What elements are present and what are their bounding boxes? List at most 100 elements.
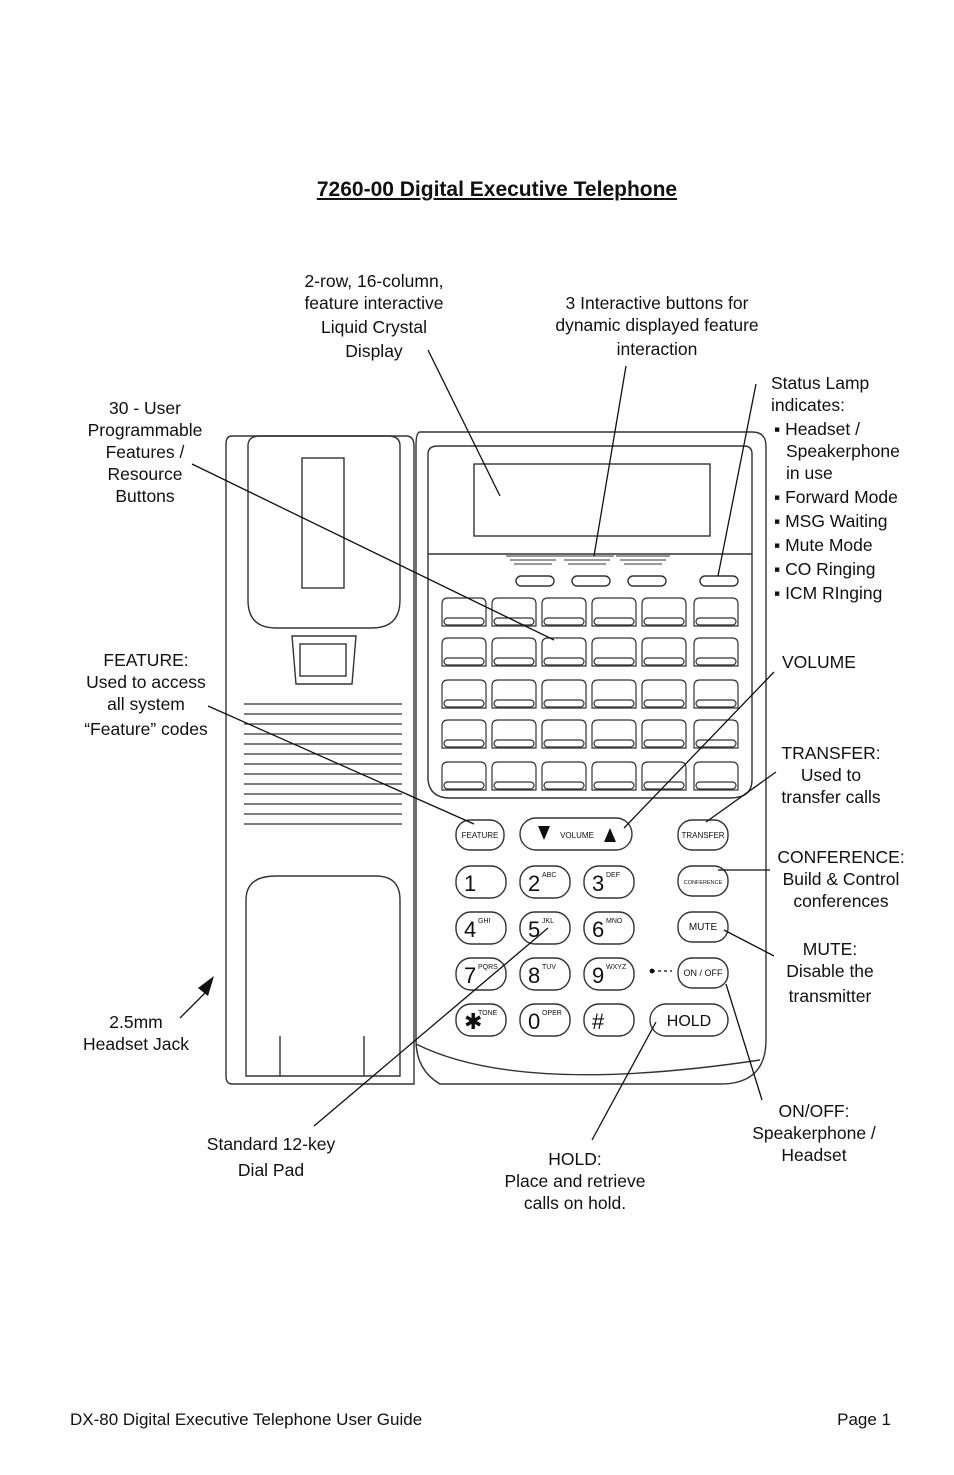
programmable-button[interactable] (541, 679, 587, 709)
programmable-button-lamp (593, 781, 635, 790)
programmable-button[interactable] (641, 637, 687, 667)
programmable-button[interactable] (541, 719, 587, 749)
dial-key[interactable] (455, 865, 507, 899)
programmable-button-lamp (643, 781, 685, 790)
dial-key[interactable] (583, 911, 635, 945)
page-title: 7260-00 Digital Executive Telephone (316, 178, 678, 201)
mute-button-label: MUTE (689, 922, 718, 933)
programmable-button-lamp (543, 617, 585, 626)
programmable-button-lamp (543, 781, 585, 790)
dial-key-digit: 9 (592, 963, 604, 988)
dial-key-digit: 6 (592, 917, 604, 942)
programmable-button[interactable] (491, 719, 537, 749)
on-off-led-icon (649, 968, 655, 974)
dial-key[interactable] (583, 1003, 635, 1037)
dial-key-letters: TONE (478, 1010, 498, 1017)
hold-button-label: HOLD (667, 1013, 711, 1030)
programmable-button-lamp (493, 781, 535, 790)
programmable-button-lamp (695, 699, 737, 708)
status-lamp (699, 575, 739, 587)
programmable-button[interactable] (541, 761, 587, 791)
programmable-button[interactable] (693, 719, 739, 749)
programmable-button[interactable] (441, 679, 487, 709)
dial-key[interactable] (583, 957, 635, 991)
handset-mouthpiece (245, 875, 401, 1077)
handset-body (225, 435, 415, 1085)
programmable-button-lamp (443, 781, 485, 790)
programmable-button[interactable] (441, 719, 487, 749)
programmable-button-lamp (443, 617, 485, 626)
dial-key-letters: JKL (542, 918, 554, 925)
programmable-button[interactable] (491, 761, 537, 791)
programmable-button[interactable] (441, 761, 487, 791)
lcd-display (473, 463, 711, 537)
programmable-button[interactable] (491, 597, 537, 627)
feature-button (455, 819, 505, 851)
programmable-button[interactable] (591, 761, 637, 791)
programmable-button[interactable] (641, 679, 687, 709)
volume-label: VOLUME (782, 652, 856, 672)
mute-button (677, 911, 729, 943)
programmable-button[interactable] (693, 637, 739, 667)
dial-key-letters: ABC (542, 872, 556, 879)
dial-key-digit: 8 (528, 963, 540, 988)
status-lamp-item: ▪ Mute Mode (774, 535, 873, 555)
programmable-button[interactable] (541, 597, 587, 627)
programmable-button-lamp (493, 617, 535, 626)
programmable-button[interactable] (641, 719, 687, 749)
programmable-button-lamp (593, 617, 635, 626)
volume-down-icon (538, 826, 550, 840)
dial-key-digit: 5 (528, 917, 540, 942)
dial-key-digit: ✱ (464, 1009, 482, 1034)
status-lamp-item: ▪ Headset / (774, 419, 860, 439)
programmable-button-lamp (593, 657, 635, 666)
programmable-button[interactable] (491, 679, 537, 709)
dial-key[interactable] (583, 865, 635, 899)
programmable-button[interactable] (641, 597, 687, 627)
on-off-button (677, 957, 729, 989)
volume-button (519, 817, 633, 851)
dial-key[interactable] (519, 911, 571, 945)
dial-key[interactable] (455, 957, 507, 991)
programmable-button[interactable] (693, 597, 739, 627)
status-lamp-heading: indicates: (771, 395, 845, 415)
programmable-button[interactable] (693, 679, 739, 709)
dial-key[interactable] (455, 1003, 507, 1037)
status-lamp-item: Speakerphone (786, 441, 900, 461)
dial-key-digit: 4 (464, 917, 476, 942)
programmable-button[interactable] (641, 761, 687, 791)
programmable-button-lamp (443, 657, 485, 666)
programmable-button[interactable] (693, 761, 739, 791)
programmable-button-lamp (493, 739, 535, 748)
programmable-button[interactable] (591, 719, 637, 749)
programmable-button[interactable] (541, 637, 587, 667)
on-off-button-label: ON / OFF (684, 968, 723, 978)
programmable-button[interactable] (441, 597, 487, 627)
programmable-button[interactable] (591, 679, 637, 709)
programmable-button[interactable] (591, 597, 637, 627)
status-lamp-item: in use (786, 463, 833, 483)
programmable-button-lamp (593, 699, 635, 708)
footer-title: DX-80 Digital Executive Telephone User G… (70, 1410, 423, 1429)
dial-key[interactable] (519, 865, 571, 899)
dial-key[interactable] (519, 1003, 571, 1037)
conference-button-label: CONFERENCE (684, 880, 723, 886)
programmable-button-lamp (643, 699, 685, 708)
programmable-button-lamp (543, 699, 585, 708)
dial-key[interactable] (455, 911, 507, 945)
on-off-label: ON/OFF:Speakerphone /Headset (752, 1101, 876, 1165)
programmable-button[interactable] (491, 637, 537, 667)
programmable-button[interactable] (441, 637, 487, 667)
transfer-button (677, 819, 729, 851)
status-lamp-heading: Status Lamp (771, 373, 870, 393)
programmable-button[interactable] (591, 637, 637, 667)
dial-key[interactable] (519, 957, 571, 991)
dial-key-letters: DEF (606, 872, 620, 879)
